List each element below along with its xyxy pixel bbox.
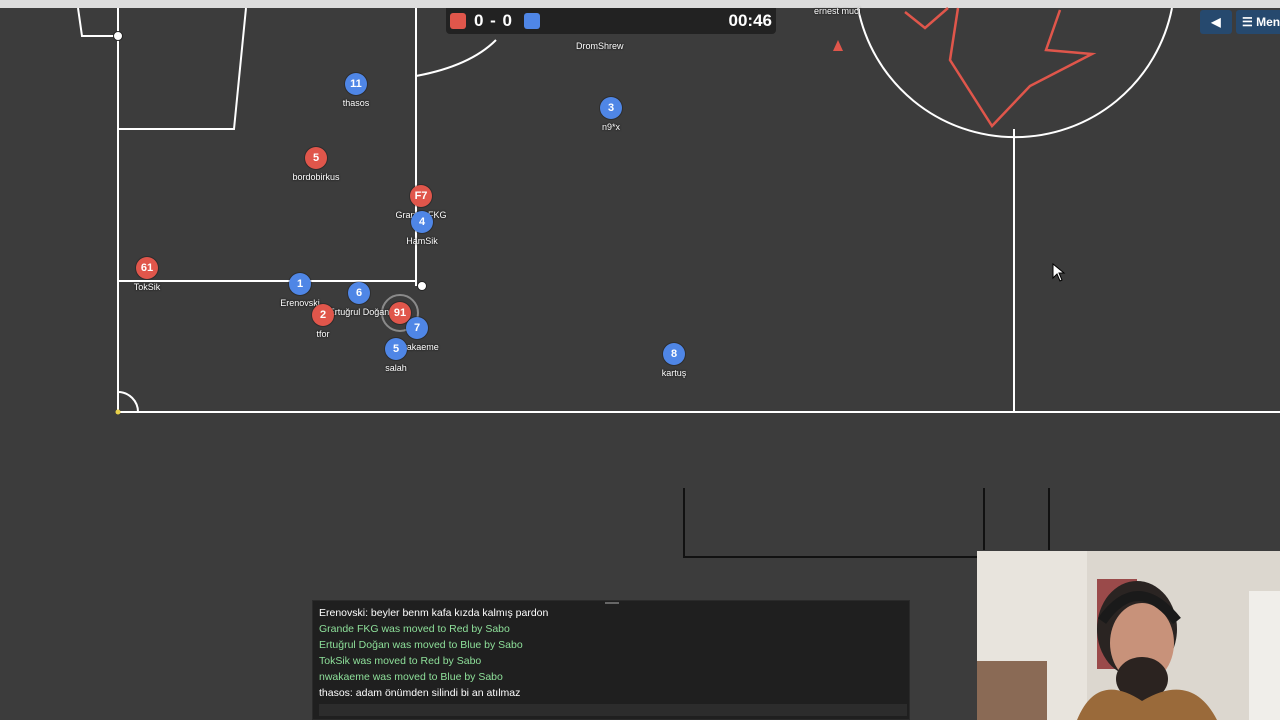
player-name: bordobirkus [292, 172, 340, 182]
window-top-strip [0, 0, 1280, 8]
match-timer: 00:46 [728, 11, 772, 30]
player-name: nwakaeme [395, 342, 439, 352]
player-disc: 5 [385, 338, 407, 360]
player-disc: F7 [410, 185, 432, 207]
player-name-ernest-muci: ernest muci [814, 6, 861, 16]
marker-triangle-icon [833, 40, 843, 51]
center-logo-icon [904, 7, 1097, 129]
chat-resize-handle[interactable] [605, 602, 619, 604]
goal-post-line [77, 7, 118, 37]
scoreboard: 0 - 0 00:46 [446, 8, 776, 34]
hamburger-icon: ☰ [1242, 15, 1253, 29]
chat-message: thasos: adam önümden silindi bi an atılm… [319, 686, 521, 699]
menu-label: Men [1256, 15, 1280, 29]
player-name: Ertuğrul Doğan [328, 307, 390, 317]
player-name: thasos [342, 98, 370, 108]
chat-panel: Erenovski: beyler benm kafa kızda kalmış… [312, 600, 910, 720]
chat-message: Erenovski: beyler benm kafa kızda kalmış… [319, 607, 549, 619]
player-disc: 2 [312, 304, 334, 326]
player-name: TokSik [133, 282, 161, 292]
player-disc: 61 [136, 257, 158, 279]
penalty-box-bottom-line [118, 280, 417, 286]
structure-line-left [683, 488, 978, 558]
player-disc: 8 [663, 343, 685, 365]
chat-log: Erenovski: beyler benm kafa kızda kalmış… [319, 606, 548, 701]
player-name: tfor [316, 329, 330, 339]
player-name: salah [385, 363, 407, 373]
ball-ring [381, 294, 419, 332]
player-disc: 3 [600, 97, 622, 119]
blue-team-square [524, 13, 540, 29]
player-disc: 5 [305, 147, 327, 169]
player-name: HamSik [406, 236, 438, 246]
webcam-overlay [977, 551, 1280, 720]
mouse-cursor-icon [1052, 263, 1066, 282]
player-name: Erenovski [280, 298, 320, 308]
player-disc: 4 [411, 211, 433, 233]
chat-notice: nwakaeme was moved to Blue by Sabo [319, 670, 503, 683]
volume-icon: ◀ [1211, 15, 1221, 29]
red-team-square [450, 13, 466, 29]
menu-button[interactable]: ☰ Men [1236, 10, 1280, 34]
player-name: n9*x [601, 122, 620, 132]
chat-input[interactable] [319, 704, 907, 716]
player-disc: 1 [289, 273, 311, 295]
webcam-person-icon [977, 551, 1280, 720]
goal-post [113, 31, 123, 41]
corner-arc [117, 391, 139, 413]
chat-notice: Grande FKG was moved to Red by Sabo [319, 622, 510, 635]
penalty-arc [415, 39, 497, 77]
player-name-dromshrew: DromShrew [576, 41, 624, 51]
score-text: 0 - 0 [474, 11, 514, 30]
player-name: kartuş [661, 368, 687, 378]
corner-flag [115, 409, 121, 415]
chat-notice: Ertuğrul Doğan was moved to Blue by Sabo [319, 638, 523, 651]
player-disc: 6 [348, 282, 370, 304]
player-disc: 91 [389, 302, 411, 324]
player-disc: 11 [345, 73, 367, 95]
penalty-corner-post [417, 281, 427, 291]
sound-button[interactable]: ◀ [1200, 10, 1232, 34]
player-disc: 7 [406, 317, 428, 339]
chat-notice: TokSik was moved to Red by Sabo [319, 654, 482, 667]
center-circle [857, 7, 1173, 139]
small-box-line [118, 7, 247, 130]
